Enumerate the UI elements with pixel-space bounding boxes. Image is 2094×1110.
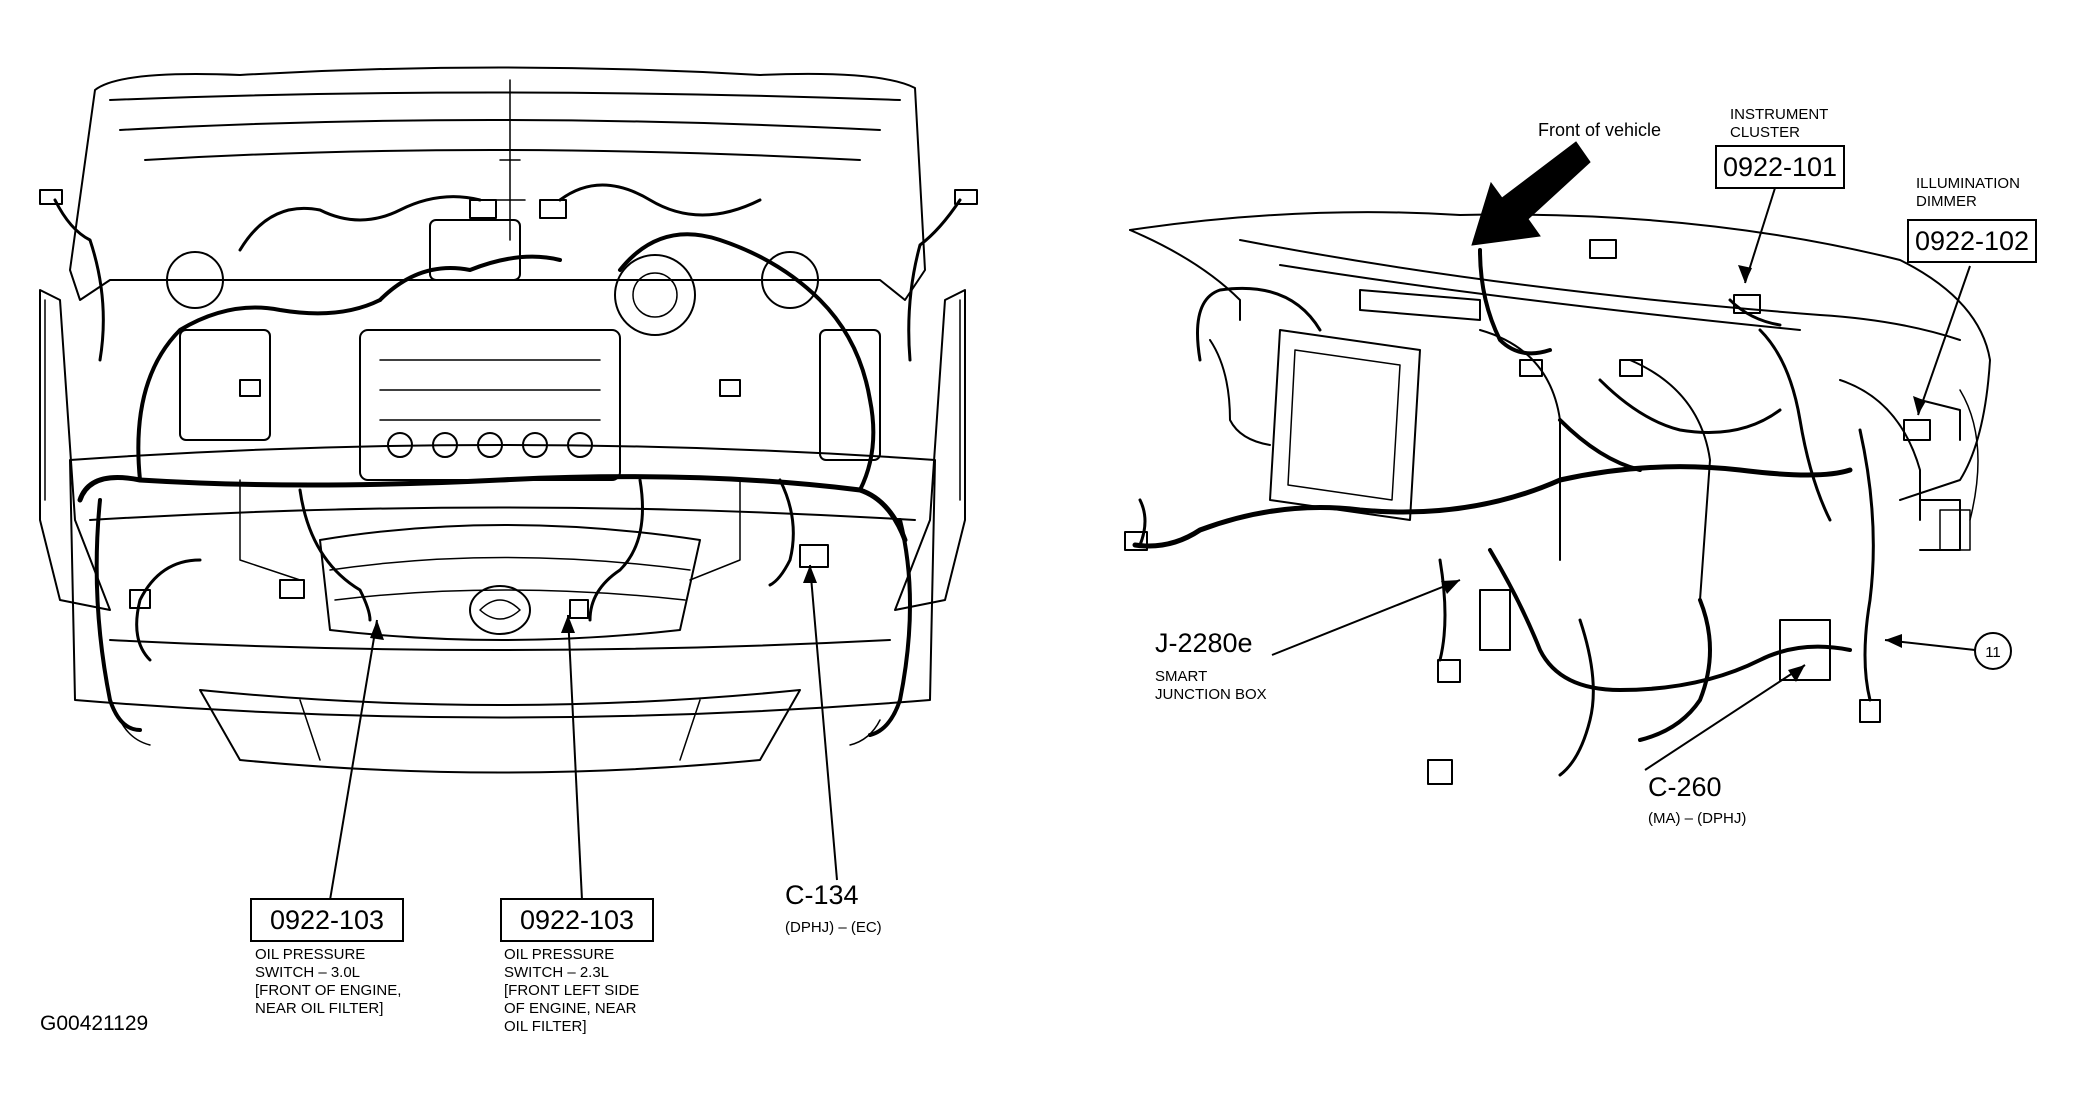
leader-arrowheads <box>370 265 1926 682</box>
figure-id: G00421129 <box>40 1012 149 1035</box>
smart-junction-box-code: J-2280e <box>1155 628 1253 658</box>
engine-compartment-drawing <box>39 66 978 774</box>
callout-circle-label: 11 <box>1985 644 2001 661</box>
oil-pressure-switch-3-0l-code: 0922-103 <box>250 898 404 942</box>
c260-desc: (MA) – (DPHJ) <box>1648 810 1747 827</box>
front-of-vehicle-label: Front of vehicle <box>1538 120 1662 140</box>
c260-code: C-260 <box>1648 772 1722 802</box>
instrument-panel-drawing <box>1124 211 1991 785</box>
oil-pressure-switch-3-0l-desc: OIL PRESSURE SWITCH – 3.0L [FRONT OF ENG… <box>255 946 402 1017</box>
c134-code: C-134 <box>785 880 859 910</box>
leader-lines <box>329 187 1976 901</box>
smart-junction-box-name: SMART JUNCTION BOX <box>1155 668 1267 703</box>
oil-pressure-switch-2-3l-code: 0922-103 <box>500 898 654 942</box>
instrument-cluster-code: 0922-101 <box>1715 145 1845 189</box>
front-of-vehicle-arrow <box>1471 141 1591 246</box>
oil-pressure-switch-2-3l-desc: OIL PRESSURE SWITCH – 2.3L [FRONT LEFT S… <box>504 946 640 1035</box>
illumination-dimmer-code: 0922-102 <box>1907 219 2037 263</box>
instrument-cluster-name: INSTRUMENT CLUSTER <box>1730 106 1829 141</box>
callout-circle-11 <box>1974 632 2012 670</box>
illumination-dimmer-name: ILLUMINATION DIMMER <box>1916 175 2020 210</box>
c134-desc: (DPHJ) – (EC) <box>785 919 882 936</box>
